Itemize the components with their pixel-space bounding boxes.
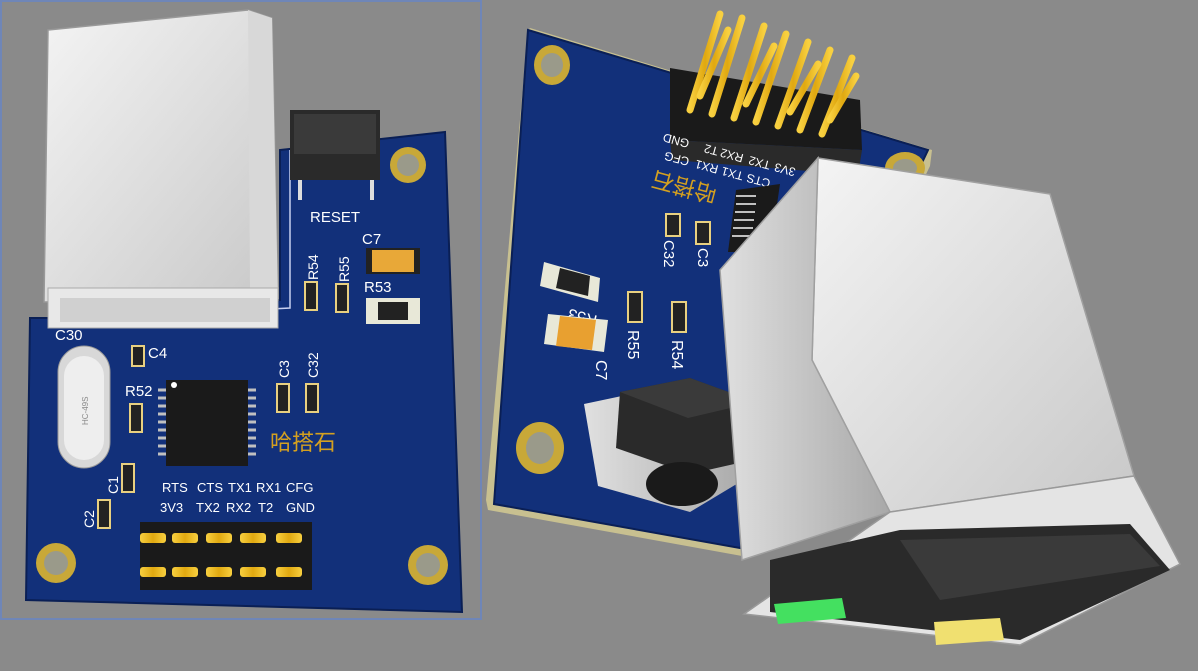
- label-c32-right: C32: [660, 240, 677, 268]
- svg-text:CFG: CFG: [286, 480, 313, 495]
- cap-c32-right: [665, 213, 681, 237]
- svg-text:T2: T2: [258, 500, 273, 515]
- label-c30: C30: [55, 327, 83, 344]
- svg-text:3V3: 3V3: [772, 160, 797, 179]
- crystal-marking: HC-49S: [81, 397, 90, 425]
- svg-text:CTS: CTS: [197, 480, 223, 495]
- cap-c1: [121, 463, 135, 493]
- label-r55-left: R55: [336, 256, 352, 282]
- svg-text:RTS: RTS: [162, 480, 188, 495]
- resistor-r53-left: [366, 298, 420, 324]
- cap-c3-left: [276, 383, 290, 413]
- reset-button-left: [290, 110, 380, 200]
- cap-c4: [131, 345, 145, 367]
- label-r54-right: R54: [668, 340, 685, 369]
- label-r53-left: R53: [364, 279, 392, 296]
- svg-text:T2: T2: [702, 141, 719, 158]
- label-c3-left: C3: [276, 360, 292, 378]
- led-yellow: [934, 618, 1004, 645]
- cap-c3-right: [695, 221, 711, 245]
- right-board-view[interactable]: GND T2 RX2 TX2 3V3 CFG RX1 TX1 CTS 哈搭石: [486, 10, 1182, 646]
- svg-text:3V3: 3V3: [160, 500, 183, 515]
- svg-text:RX1: RX1: [693, 157, 719, 177]
- label-r52: R52: [125, 383, 153, 400]
- svg-text:RX2: RX2: [718, 145, 744, 165]
- led-green: [774, 598, 846, 624]
- rj45-jack-right: [719, 155, 1182, 646]
- brand-label-left: 哈搭石: [270, 431, 336, 456]
- label-c1: C1: [105, 476, 121, 494]
- pin-header-left: [140, 522, 312, 590]
- reset-button-right: [584, 378, 756, 512]
- pin-header-right: [670, 10, 862, 175]
- rj45-jack-left: [43, 9, 279, 329]
- mounting-holes-left: [36, 147, 448, 585]
- pin-labels-row2: 3V3 TX2 RX2 T2 GND: [160, 500, 315, 515]
- svg-text:RX2: RX2: [226, 500, 251, 515]
- resistor-r53-right: [540, 262, 600, 302]
- resistor-r54-left: [304, 281, 318, 311]
- svg-text:RX1: RX1: [256, 480, 281, 495]
- header-labels-right: GND T2 RX2 TX2 3V3 CFG RX1 TX1 CTS: [661, 130, 797, 190]
- label-c4: C4: [148, 345, 167, 362]
- svg-text:GND: GND: [286, 500, 315, 515]
- svg-text:TX2: TX2: [196, 500, 220, 515]
- label-c2: C2: [81, 510, 97, 528]
- left-board-view[interactable]: RESET C7 R53 R54 R55 C30 HC-49S C4 R5: [0, 0, 482, 620]
- label-c7-right: C7: [592, 360, 609, 381]
- cap-c2: [97, 499, 111, 529]
- label-r54-left: R54: [305, 254, 321, 280]
- label-c7-left: C7: [362, 231, 381, 248]
- label-reset: RESET: [310, 209, 360, 226]
- svg-text:TX2: TX2: [747, 153, 772, 172]
- label-r55-right: R55: [624, 330, 641, 359]
- label-c32-left: C32: [305, 352, 321, 378]
- cap-c7-right: [544, 314, 608, 352]
- selection-frame: [0, 0, 482, 620]
- svg-text:TX1: TX1: [720, 164, 745, 183]
- cap-c7-left: [366, 248, 420, 274]
- resistor-r55-left: [335, 283, 349, 313]
- svg-text:GND: GND: [661, 130, 691, 151]
- label-c3-right: C3: [694, 248, 711, 267]
- pin-labels-row1: RTS CTS TX1 RX1 CFG: [162, 480, 313, 495]
- svg-text:CTS: CTS: [745, 171, 772, 191]
- resistor-r55-right: [627, 291, 643, 323]
- svg-text:CFG: CFG: [663, 149, 691, 169]
- ic-chip-left: [158, 380, 256, 466]
- cap-c32-left: [305, 383, 319, 413]
- svg-text:TX1: TX1: [228, 480, 252, 495]
- crystal-oscillator: HC-49S: [57, 345, 111, 469]
- resistor-r52: [129, 403, 143, 433]
- resistor-r54-right: [671, 301, 687, 333]
